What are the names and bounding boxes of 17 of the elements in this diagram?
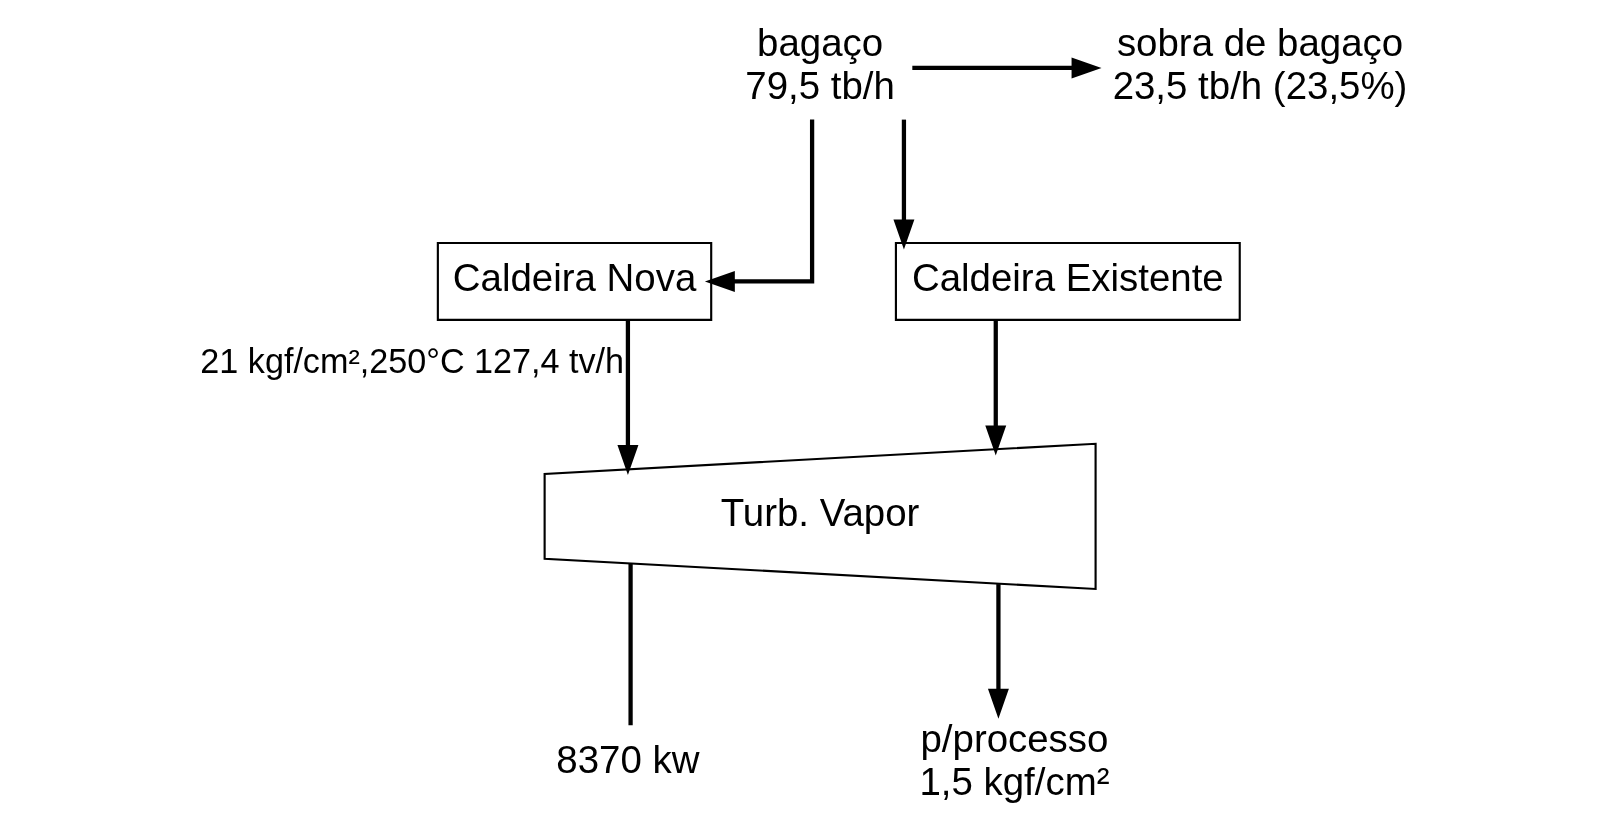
node-text: bagaço [756,20,883,64]
node-text: p/processo [919,717,1108,761]
node-box: Caldeira Existente [894,241,1241,321]
node-label: 79,5 tb/h [744,63,895,107]
arrow [984,320,1006,456]
arrow [704,119,814,292]
arrow [616,320,638,476]
edge-label: 21 kgf/cm²,250°C 127,4 tv/h [199,341,624,380]
node-text: 8370 kw [555,738,699,782]
node-box: Caldeira Nova [436,241,712,321]
node-text: sobra de bagaço [1116,20,1403,64]
arrow [911,57,1102,79]
node-label: 23,5 tb/h (23,5%) [1112,63,1407,107]
arrow [892,119,914,250]
node-label: 1,5 kgf/cm² [918,759,1109,803]
connector [627,563,633,726]
arrow [987,584,1009,719]
